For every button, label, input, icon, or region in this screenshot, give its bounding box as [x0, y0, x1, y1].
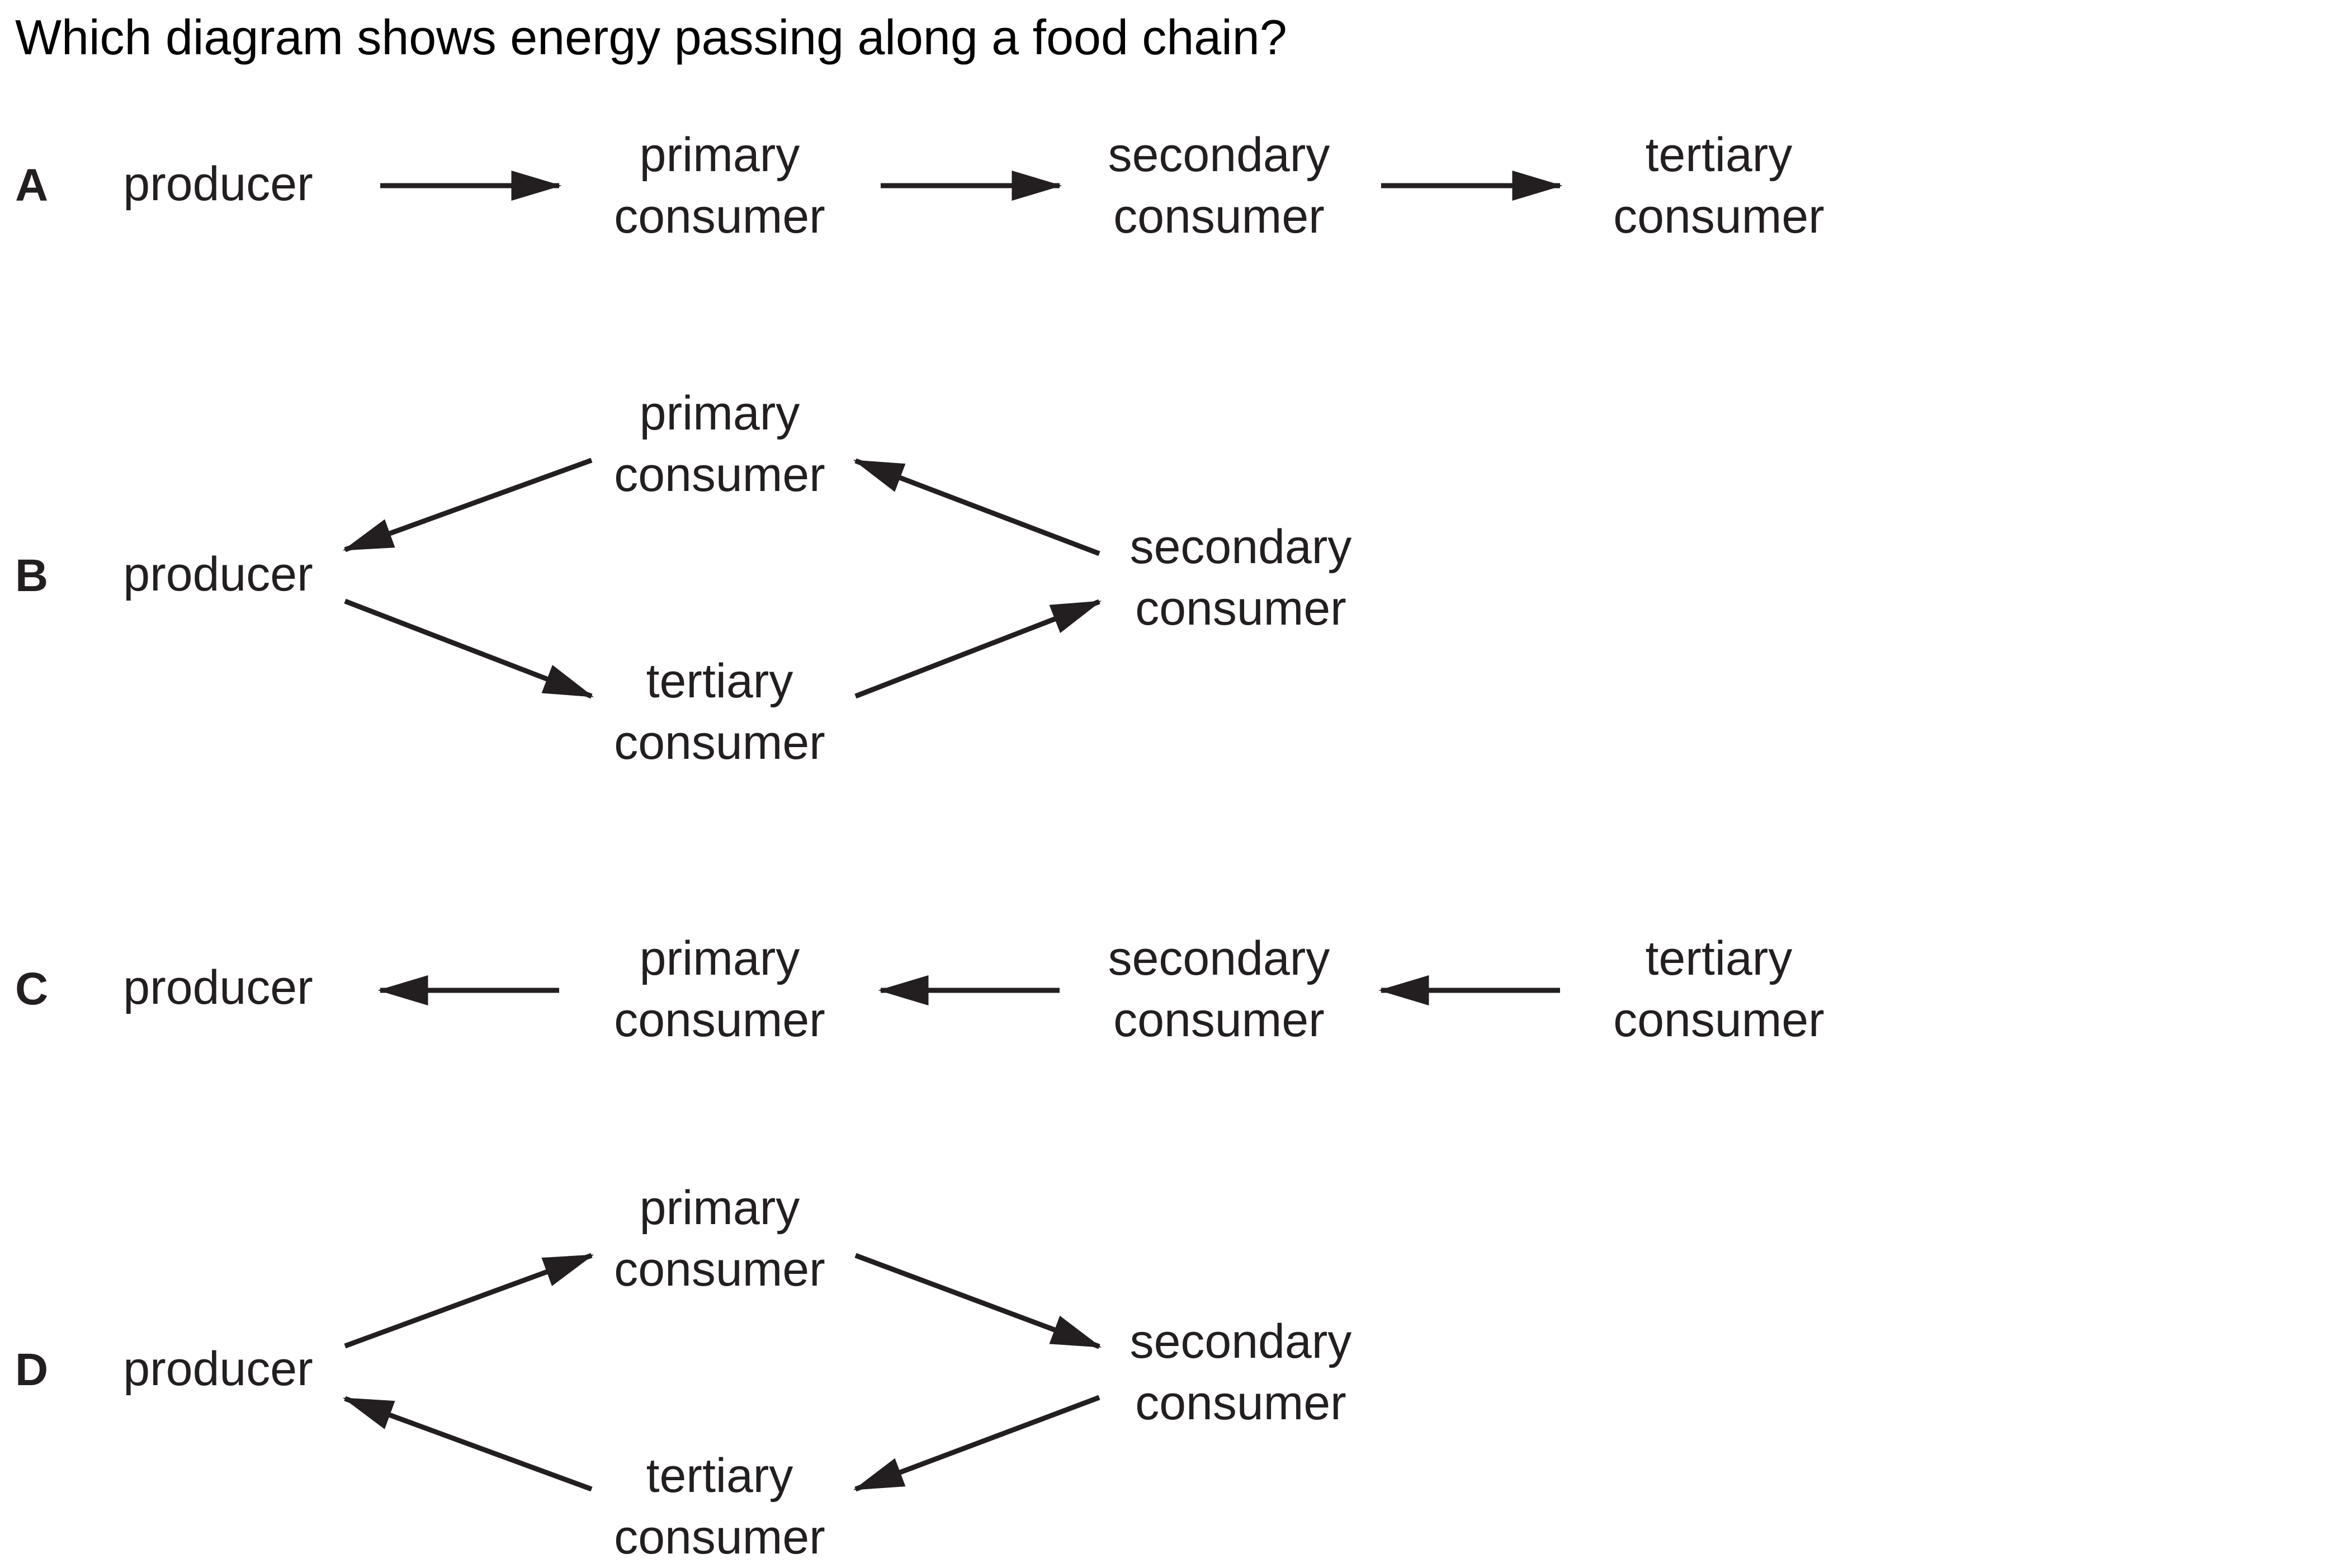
- arrow-d-tertiary-to-producer: [342, 1396, 593, 1492]
- node-label-line2: consumer: [1113, 993, 1325, 1047]
- node-label-line2: consumer: [1113, 190, 1325, 243]
- node-label: producer: [123, 547, 313, 601]
- node-label-line1: tertiary: [646, 654, 793, 708]
- node-label-line1: tertiary: [1645, 932, 1793, 985]
- option-letter-a: A: [15, 160, 49, 211]
- arrow-b-secondary-to-primary: [853, 458, 1100, 556]
- node-label-line1: primary: [639, 128, 800, 182]
- node-primary-consumer-b: primary consumer: [614, 382, 825, 506]
- node-label-line2: consumer: [1135, 582, 1346, 635]
- node-label-line2: consumer: [614, 716, 825, 769]
- node-producer-a: producer: [123, 153, 313, 215]
- node-secondary-consumer-a: secondary consumer: [1108, 124, 1330, 247]
- node-label-line2: consumer: [614, 448, 825, 502]
- node-label-line1: secondary: [1129, 520, 1352, 574]
- node-label-line1: secondary: [1108, 932, 1330, 985]
- node-label-line2: consumer: [1613, 993, 1825, 1047]
- node-producer-d: producer: [123, 1338, 313, 1400]
- node-tertiary-consumer-d: tertiary consumer: [614, 1445, 825, 1568]
- node-tertiary-consumer-b: tertiary consumer: [614, 650, 825, 773]
- node-label-line1: secondary: [1108, 128, 1330, 182]
- arrow-d-secondary-to-tertiary: [853, 1395, 1100, 1492]
- node-label-line1: tertiary: [646, 1449, 793, 1503]
- node-primary-consumer-d: primary consumer: [614, 1177, 825, 1300]
- node-secondary-consumer-d: secondary consumer: [1130, 1311, 1352, 1434]
- node-producer-c: producer: [123, 957, 313, 1018]
- node-primary-consumer-a: primary consumer: [614, 124, 825, 247]
- node-label: producer: [123, 1342, 313, 1396]
- node-label-line1: secondary: [1129, 1315, 1352, 1368]
- arrow-d-primary-to-secondary: [854, 1253, 1102, 1349]
- question-text: Which diagram shows energy passing along…: [15, 10, 1287, 65]
- node-label: producer: [123, 961, 313, 1014]
- node-label-line2: consumer: [1135, 1376, 1346, 1430]
- arrow-d-producer-to-primary: [344, 1253, 594, 1349]
- node-label-line2: consumer: [614, 190, 825, 243]
- node-label-line1: tertiary: [1645, 128, 1793, 182]
- node-label-line1: primary: [639, 386, 800, 440]
- node-label-line1: primary: [639, 932, 800, 985]
- node-tertiary-consumer-c: tertiary consumer: [1613, 928, 1825, 1051]
- node-label-line2: consumer: [614, 1243, 825, 1296]
- node-label: producer: [123, 157, 313, 211]
- arrow-b-tertiary-to-secondary: [854, 599, 1102, 699]
- node-producer-b: producer: [123, 544, 313, 605]
- node-secondary-consumer-c: secondary consumer: [1108, 928, 1330, 1051]
- node-secondary-consumer-b: secondary consumer: [1130, 516, 1352, 639]
- node-label-line2: consumer: [614, 1510, 825, 1564]
- option-letter-b: B: [15, 550, 49, 601]
- node-label-line1: primary: [639, 1181, 800, 1235]
- node-label-line2: consumer: [1613, 190, 1825, 243]
- node-label-line2: consumer: [614, 993, 825, 1047]
- option-letter-c: C: [15, 964, 49, 1014]
- node-primary-consumer-c: primary consumer: [614, 928, 825, 1051]
- arrow-b-producer-to-tertiary: [344, 598, 594, 699]
- option-letter-d: D: [15, 1344, 49, 1395]
- arrow-b-primary-to-producer: [342, 457, 593, 552]
- node-tertiary-consumer-a: tertiary consumer: [1613, 124, 1825, 247]
